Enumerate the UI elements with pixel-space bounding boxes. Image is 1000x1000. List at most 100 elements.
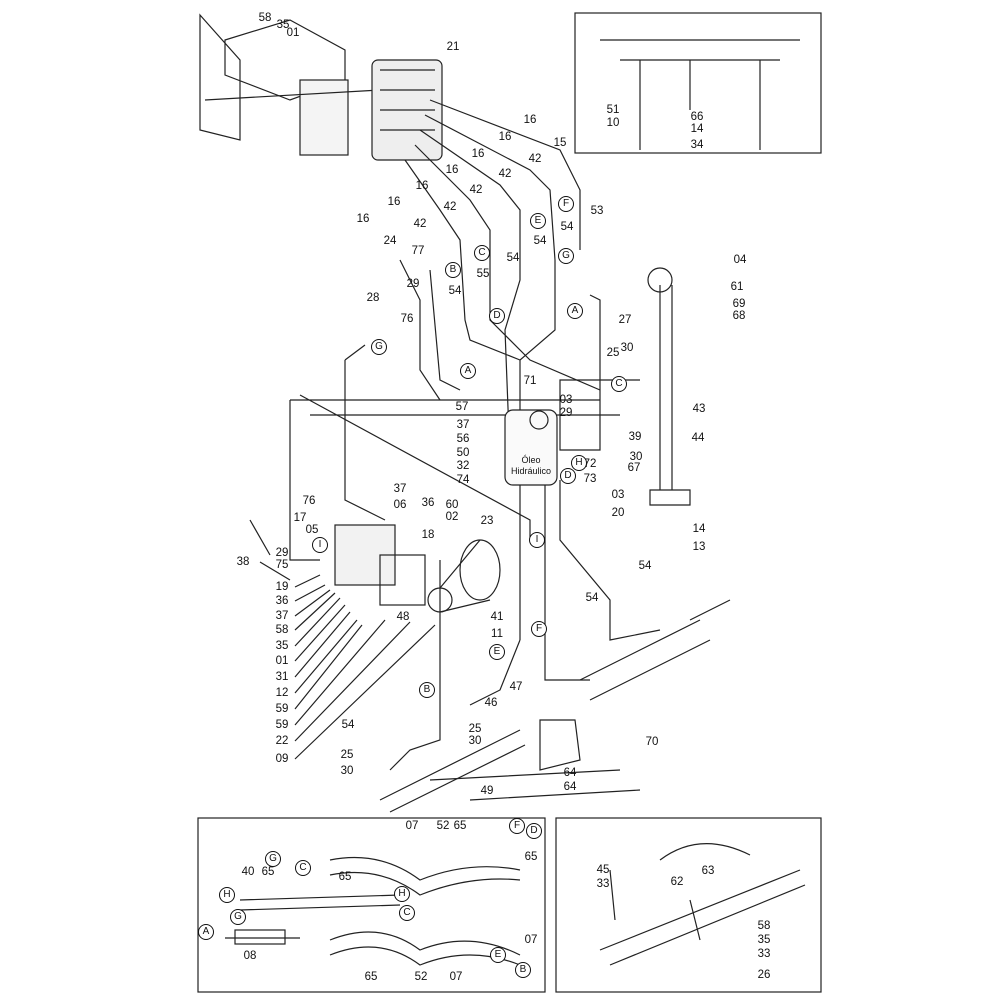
part-number-label: 18 <box>421 529 435 541</box>
connection-letter-marker: A <box>460 363 476 379</box>
part-number-label: 61 <box>730 281 744 293</box>
part-number-label: 64 <box>563 767 577 779</box>
part-number-label: 16 <box>356 213 370 225</box>
part-number-label: 46 <box>484 697 498 709</box>
part-number-label: 16 <box>445 164 459 176</box>
inset-part-number-label: 65 <box>524 851 538 863</box>
part-number-label: 15 <box>553 137 567 149</box>
part-number-label: 25 <box>468 723 482 735</box>
part-number-label: 54 <box>341 719 355 731</box>
part-number-label: 42 <box>469 184 483 196</box>
part-number-label: 13 <box>692 541 706 553</box>
inset-part-number-label: 07 <box>405 820 419 832</box>
part-number-label: 68 <box>732 310 746 322</box>
inset-part-number-label: 52 <box>436 820 450 832</box>
inset-part-number-label: 65 <box>453 820 467 832</box>
part-number-label: 05 <box>305 524 319 536</box>
part-number-label: 04 <box>733 254 747 266</box>
inset-part-number-label: 34 <box>690 139 704 151</box>
connection-letter-marker: F <box>558 196 574 212</box>
part-number-label: 16 <box>523 114 537 126</box>
part-number-label: 03 <box>559 394 573 406</box>
part-number-label: 01 <box>286 27 300 39</box>
connection-letter-marker: D <box>560 468 576 484</box>
part-number-label: 37 <box>393 483 407 495</box>
part-number-label: 42 <box>498 168 512 180</box>
part-number-label: 16 <box>415 180 429 192</box>
part-number-label: 21 <box>446 41 460 53</box>
part-number-label: 38 <box>236 556 250 568</box>
inset-part-number-label: 58 <box>757 920 771 932</box>
part-number-label: 29 <box>406 278 420 290</box>
part-number-label: 54 <box>560 221 574 233</box>
part-number-label: 58 <box>258 12 272 24</box>
inset-part-number-label: 65 <box>261 866 275 878</box>
part-number-label: 73 <box>583 473 597 485</box>
part-number-label: 60 <box>445 499 459 511</box>
part-number-label: 22 <box>275 735 289 747</box>
part-number-label: 74 <box>456 474 470 486</box>
part-number-label: 17 <box>293 512 307 524</box>
part-number-label: 14 <box>692 523 706 535</box>
part-number-label: 48 <box>396 611 410 623</box>
part-number-label: 09 <box>275 753 289 765</box>
part-number-label: 64 <box>563 781 577 793</box>
inset-part-number-label: 14 <box>690 123 704 135</box>
part-number-label: 42 <box>413 218 427 230</box>
part-number-label: 23 <box>480 515 494 527</box>
inset-part-number-label: 51 <box>606 104 620 116</box>
part-number-label: 02 <box>445 511 459 523</box>
part-number-label: 28 <box>366 292 380 304</box>
inset-part-number-label: 35 <box>757 934 771 946</box>
part-number-label: 59 <box>275 703 289 715</box>
part-number-label: 16 <box>471 148 485 160</box>
connection-letter-marker: H <box>394 886 410 902</box>
part-number-label: 50 <box>456 447 470 459</box>
part-number-label: 58 <box>275 624 289 636</box>
part-number-label: 16 <box>387 196 401 208</box>
inset-part-number-label: 26 <box>757 969 771 981</box>
part-number-label: 44 <box>691 432 705 444</box>
part-number-label: 53 <box>590 205 604 217</box>
connection-letter-marker: F <box>509 818 525 834</box>
inset-part-number-label: 33 <box>757 948 771 960</box>
connection-letter-marker: B <box>419 682 435 698</box>
hydraulic-oil-tank-label: Óleo Hidráulico <box>508 455 554 477</box>
connection-letter-marker: I <box>529 532 545 548</box>
part-number-label: 36 <box>421 497 435 509</box>
part-number-label: 27 <box>618 314 632 326</box>
connection-letter-marker: D <box>489 308 505 324</box>
part-number-label: 42 <box>443 201 457 213</box>
tank-label-line2: Hidráulico <box>510 466 552 476</box>
part-number-label: 06 <box>393 499 407 511</box>
part-number-label: 19 <box>275 581 289 593</box>
connection-letter-marker: A <box>198 924 214 940</box>
part-number-label: 47 <box>509 681 523 693</box>
inset-frame-top-right <box>574 12 822 154</box>
connection-letter-marker: C <box>295 860 311 876</box>
part-number-label: 29 <box>275 547 289 559</box>
part-number-label: 11 <box>491 628 503 640</box>
connection-letter-marker: G <box>558 248 574 264</box>
part-number-label: 35 <box>276 19 290 31</box>
part-number-label: 36 <box>275 595 289 607</box>
part-number-label: 69 <box>732 298 746 310</box>
part-number-label: 30 <box>340 765 354 777</box>
connection-letter-marker: F <box>531 621 547 637</box>
connection-letter-marker: C <box>611 376 627 392</box>
part-number-label: 12 <box>275 687 289 699</box>
connection-letter-marker: D <box>526 823 542 839</box>
part-number-label: 01 <box>275 655 289 667</box>
part-number-label: 30 <box>468 735 482 747</box>
connection-letter-marker: H <box>571 455 587 471</box>
connection-letter-marker: G <box>230 909 246 925</box>
connection-letter-marker: E <box>489 644 505 660</box>
part-number-label: 32 <box>456 460 470 472</box>
inset-part-number-label: 45 <box>596 864 610 876</box>
inset-part-number-label: 63 <box>701 865 715 877</box>
part-number-label: 54 <box>506 252 520 264</box>
part-number-label: 25 <box>340 749 354 761</box>
connection-letter-marker: B <box>445 262 461 278</box>
